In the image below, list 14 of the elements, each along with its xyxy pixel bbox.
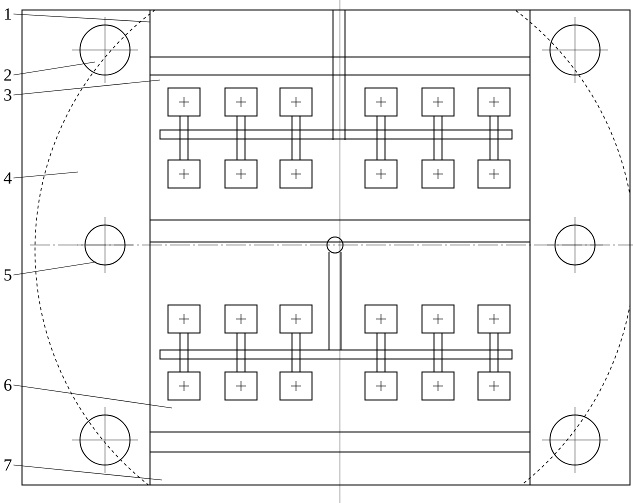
callout-number: 6: [4, 379, 12, 391]
callout-number: 2: [4, 69, 12, 81]
leader-line: [13, 80, 160, 96]
callout-number: 1: [5, 8, 11, 20]
leader-line: [13, 464, 162, 480]
leader-line: [13, 262, 96, 276]
leader-line: [13, 62, 96, 76]
leader-line: [13, 384, 172, 408]
callout-number: 5: [4, 269, 12, 281]
callout-number: 7: [4, 459, 12, 471]
leader-line: [13, 172, 78, 178]
leader-line: [13, 14, 150, 22]
callout-number: 3: [4, 89, 12, 101]
callout-number: 4: [4, 172, 12, 184]
